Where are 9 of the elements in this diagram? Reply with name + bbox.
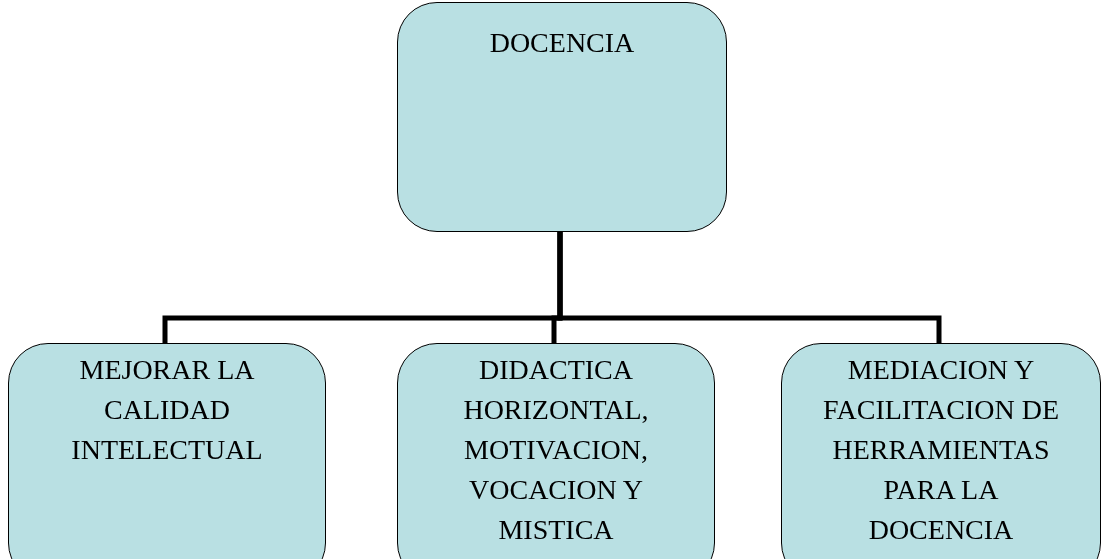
box-text: MEJORAR LA CALIDAD INTELECTUAL	[70, 353, 264, 467]
rounded-box	[397, 2, 727, 232]
rounded-box	[781, 343, 1101, 559]
connector-line	[557, 232, 942, 343]
box-text: DIDACTICA HORIZONTAL, MOTIVACION, VOCACION Y MISTICA	[462, 353, 650, 547]
box-text: MEDIACION Y FACILITACION DE HERRAMIENTAS PARA LA DOCENCIA	[822, 353, 1060, 547]
rounded-box	[8, 343, 326, 559]
rounded-box	[397, 343, 715, 559]
box-text: DOCENCIA	[489, 26, 635, 60]
